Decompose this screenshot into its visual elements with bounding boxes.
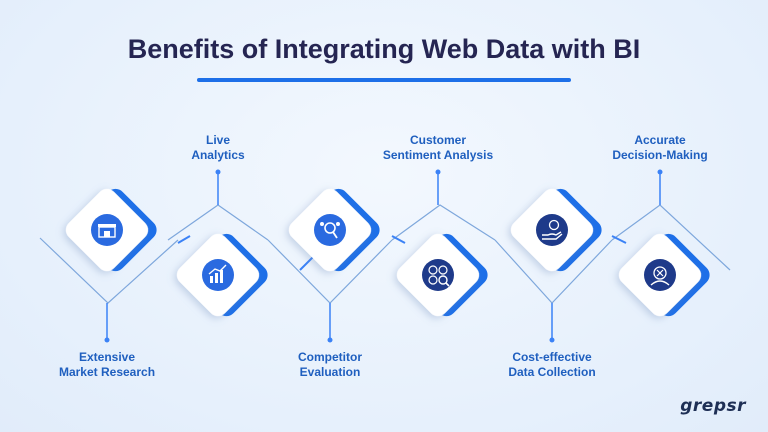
lower-path xyxy=(39,237,179,304)
inner-path xyxy=(611,235,627,244)
label-line: Decision-Making xyxy=(612,148,708,162)
benefit-label-1: Extensive Market Research xyxy=(27,350,187,380)
label-line: Competitor xyxy=(298,350,362,364)
hand-coin-icon xyxy=(536,214,568,246)
upper-path-2 xyxy=(391,204,496,241)
label-line: Accurate xyxy=(634,133,686,147)
benefit-node-5 xyxy=(510,188,602,272)
stem-dots xyxy=(104,169,663,343)
stem-dot xyxy=(215,169,221,175)
stem-dot xyxy=(435,169,441,175)
storefront-icon xyxy=(91,214,123,246)
benefit-node-4 xyxy=(396,233,488,317)
bar-chart-growth-icon xyxy=(202,259,234,291)
benefit-label-2: Live Analytics xyxy=(138,133,298,163)
stem-dot xyxy=(327,337,333,343)
benefit-label-6: Accurate Decision-Making xyxy=(580,133,740,163)
inner-path xyxy=(177,235,191,244)
magnifier-people-icon xyxy=(314,214,346,246)
label-line: Sentiment Analysis xyxy=(382,148,494,162)
label-stems xyxy=(106,172,661,340)
stem-dot xyxy=(104,337,110,343)
benefit-node-1 xyxy=(65,188,157,272)
stem-dot xyxy=(549,337,555,343)
benefit-node-6 xyxy=(618,233,710,317)
label-line: Evaluation xyxy=(299,365,361,379)
benefit-label-3: Competitor Evaluation xyxy=(250,350,410,380)
page-title: Benefits of Integrating Web Data with BI xyxy=(127,34,641,64)
label-line: Customer xyxy=(409,133,466,147)
stem-dot xyxy=(657,169,663,175)
brand-logo: grepsr xyxy=(680,396,746,416)
person-choice-icon xyxy=(644,259,676,291)
label-line: Cost-effective xyxy=(512,350,592,364)
inner-path xyxy=(391,235,406,244)
label-line: Analytics xyxy=(191,148,245,162)
benefit-node-3 xyxy=(288,188,380,272)
label-line: Market Research xyxy=(58,365,156,379)
emoji-faces-magnifier-icon xyxy=(422,259,454,291)
benefit-label-4: Customer Sentiment Analysis xyxy=(358,133,518,163)
benefit-label-5: Cost-effective Data Collection xyxy=(472,350,632,380)
label-line: Data Collection xyxy=(508,365,596,379)
label-line: Live xyxy=(205,133,230,147)
label-line: Extensive xyxy=(78,350,136,364)
benefit-node-2 xyxy=(176,233,268,317)
title-underline xyxy=(197,78,571,82)
